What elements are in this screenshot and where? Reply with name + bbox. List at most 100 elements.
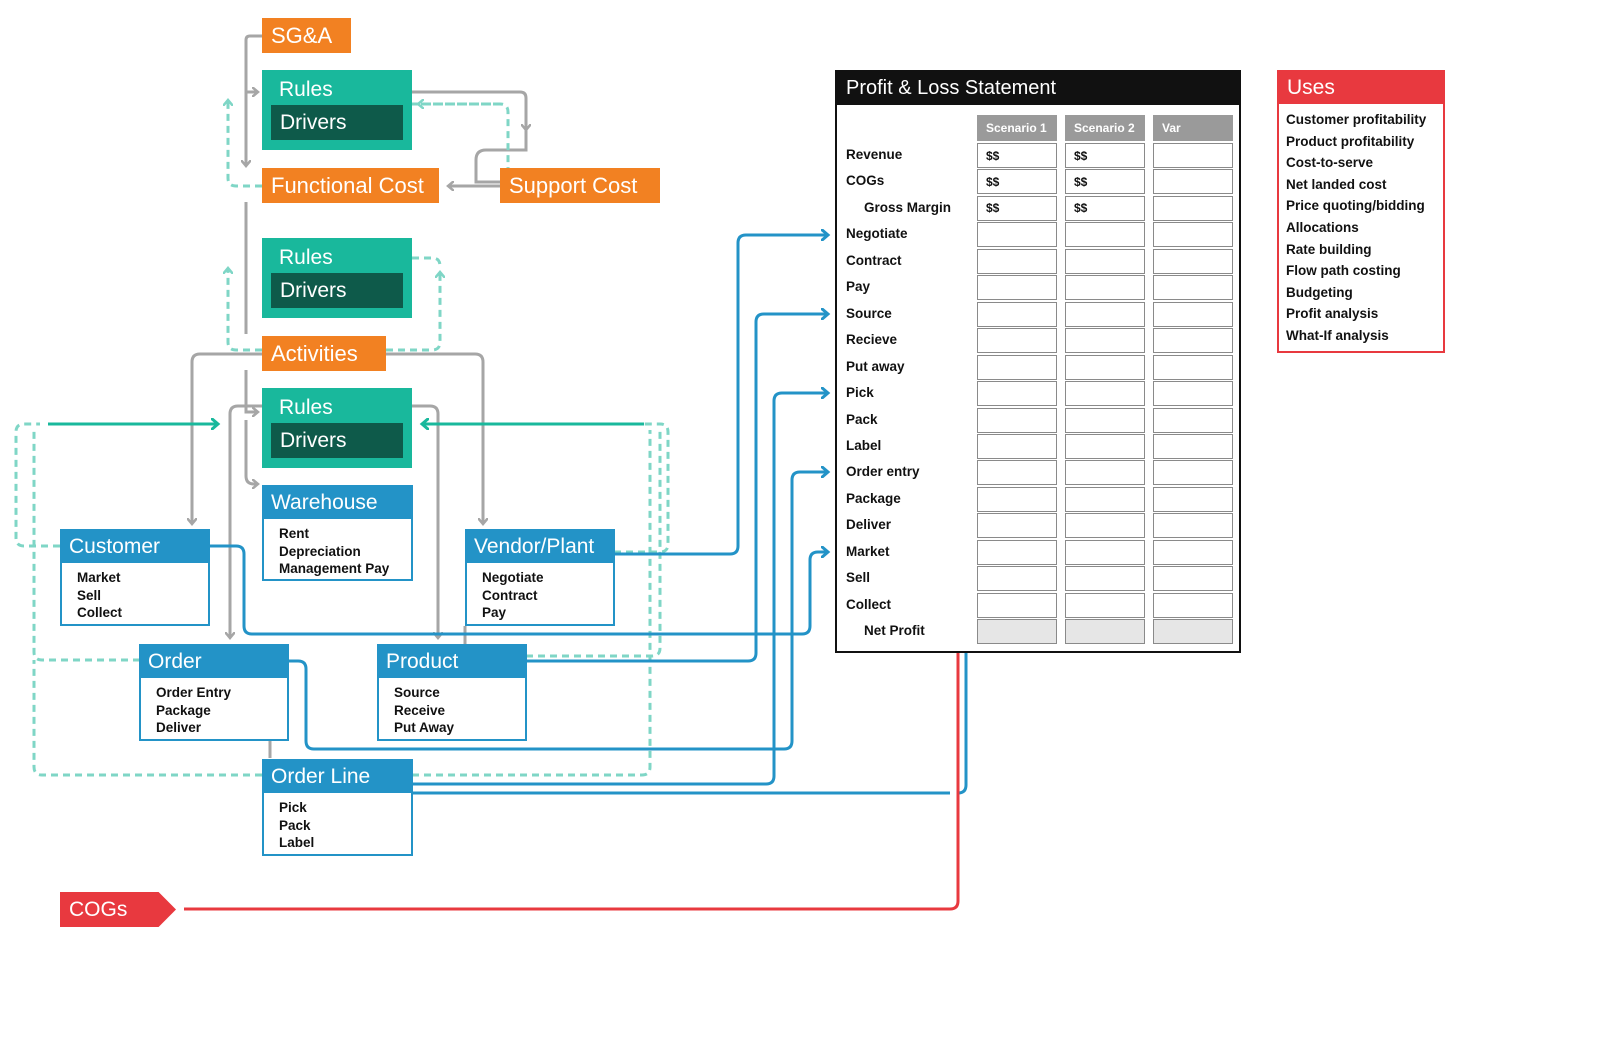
pl-cell bbox=[977, 539, 1057, 565]
pl-cell bbox=[977, 275, 1057, 301]
entity-item: Order Entry bbox=[156, 685, 232, 700]
pl-row-label: Order entry bbox=[846, 464, 920, 480]
rules-drivers-block-2: Rules Drivers bbox=[262, 238, 412, 318]
pl-cell bbox=[1065, 486, 1145, 512]
pl-cell: $$ bbox=[1065, 143, 1145, 168]
warehouse-box: Warehouse Rent Depreciation Management P… bbox=[262, 485, 413, 581]
pl-column-header: Var bbox=[1153, 115, 1233, 141]
drivers-label: Drivers bbox=[271, 273, 403, 308]
pl-cell bbox=[1153, 407, 1233, 433]
pl-cell bbox=[1065, 222, 1145, 248]
pl-cell bbox=[1153, 381, 1233, 407]
pl-cell bbox=[977, 328, 1057, 354]
product-box: Product Source Receive Put Away bbox=[377, 644, 527, 741]
entity-item: Pay bbox=[482, 605, 507, 620]
pl-cell bbox=[977, 222, 1057, 248]
pl-row-label: Recieve bbox=[846, 332, 898, 348]
pl-cell bbox=[1065, 433, 1145, 459]
order-box: Order Order Entry Package Deliver bbox=[139, 644, 289, 741]
pl-row-label: Revenue bbox=[846, 147, 903, 162]
pl-cell bbox=[1065, 275, 1145, 301]
entity-item: Depreciation bbox=[279, 543, 361, 559]
order-line-box: Order Line Pick Pack Label bbox=[262, 759, 413, 856]
pl-cell bbox=[1153, 169, 1233, 195]
entity-item: Contract bbox=[482, 587, 538, 603]
entity-item: Put Away bbox=[394, 720, 455, 735]
pl-cell bbox=[1153, 275, 1233, 301]
uses-item: Rate building bbox=[1286, 241, 1372, 257]
vendor-plant-box: Vendor/Plant Negotiate Contract Pay bbox=[465, 529, 615, 626]
pl-cell bbox=[977, 381, 1057, 407]
uses-item: Allocations bbox=[1286, 219, 1359, 235]
uses-title: Uses bbox=[1279, 72, 1443, 104]
pl-cell bbox=[1153, 248, 1233, 274]
pl-cell bbox=[1153, 539, 1233, 565]
pl-row-label: Package bbox=[846, 490, 901, 506]
pl-row-label: Label bbox=[846, 437, 882, 453]
pl-cell bbox=[1065, 460, 1145, 486]
pl-row-label: Sell bbox=[846, 570, 871, 586]
pl-row-label: Pick bbox=[846, 385, 874, 401]
pl-column-header: Scenario 1 bbox=[977, 115, 1057, 141]
uses-item: Cost-to-serve bbox=[1286, 155, 1374, 171]
customer-box: Customer Market Sell Collect bbox=[60, 529, 210, 626]
drivers-label: Drivers bbox=[271, 105, 403, 140]
pl-row-label: Negotiate bbox=[846, 226, 908, 242]
entity-title: Order Line bbox=[264, 761, 411, 793]
pl-row-label: COGs bbox=[846, 173, 885, 189]
pl-cell bbox=[977, 486, 1057, 512]
entity-title: Vendor/Plant bbox=[467, 531, 613, 563]
uses-item: What-If analysis bbox=[1286, 327, 1389, 343]
pl-cell bbox=[977, 619, 1057, 645]
entity-item: Package bbox=[156, 702, 211, 718]
pl-cell bbox=[1153, 513, 1233, 539]
entity-item: Deliver bbox=[156, 720, 202, 735]
uses-item: Profit analysis bbox=[1286, 306, 1379, 322]
pl-cell bbox=[1065, 513, 1145, 539]
rules-drivers-block-1: Rules Drivers bbox=[262, 70, 412, 150]
uses-item: Product profitability bbox=[1286, 133, 1415, 149]
pl-cell bbox=[977, 513, 1057, 539]
pl-cell: $$ bbox=[1065, 195, 1145, 221]
pl-cell bbox=[1153, 460, 1233, 486]
pl-cell: $$ bbox=[977, 169, 1057, 195]
drivers-label: Drivers bbox=[271, 423, 403, 458]
uses-item: Flow path costing bbox=[1286, 263, 1401, 279]
pl-row-label: Pack bbox=[846, 411, 878, 427]
pl-cell bbox=[1153, 195, 1233, 221]
pl-cell bbox=[977, 433, 1057, 459]
pl-cell bbox=[1065, 248, 1145, 274]
uses-item: Budgeting bbox=[1286, 284, 1353, 300]
entity-title: Product bbox=[379, 646, 525, 678]
entity-title: Warehouse bbox=[264, 487, 411, 519]
pl-cell bbox=[1065, 619, 1145, 645]
entity-title: Order bbox=[141, 646, 287, 678]
cogs-tag: COGs bbox=[60, 892, 176, 927]
pl-cell bbox=[977, 592, 1057, 618]
rules-drivers-block-3: Rules Drivers bbox=[262, 388, 412, 468]
pl-cell bbox=[1065, 354, 1145, 380]
entity-item: Sell bbox=[77, 587, 102, 603]
functional-cost-box: Functional Cost bbox=[262, 168, 439, 203]
support-cost-box: Support Cost bbox=[500, 168, 660, 203]
pl-row-label: Deliver bbox=[846, 517, 892, 533]
pl-cell bbox=[1065, 407, 1145, 433]
pl-cell bbox=[1153, 433, 1233, 459]
pl-title: Profit & Loss Statement bbox=[837, 72, 1239, 105]
pl-row-label: Put away bbox=[846, 358, 905, 374]
entity-item: Receive bbox=[394, 702, 446, 718]
pl-cell bbox=[1153, 354, 1233, 380]
pl-cell bbox=[1153, 566, 1233, 592]
pl-cell bbox=[977, 460, 1057, 486]
pl-row-label: Source bbox=[846, 305, 892, 321]
uses-item: Price quoting/bidding bbox=[1286, 198, 1425, 214]
pl-cell bbox=[1153, 143, 1233, 168]
activities-box: Activities bbox=[262, 336, 386, 371]
rules-label: Rules bbox=[279, 396, 333, 419]
pl-cell bbox=[1065, 301, 1145, 327]
pl-row-label: Collect bbox=[846, 596, 892, 612]
pl-cell bbox=[1065, 592, 1145, 618]
pl-cell bbox=[1153, 619, 1233, 645]
